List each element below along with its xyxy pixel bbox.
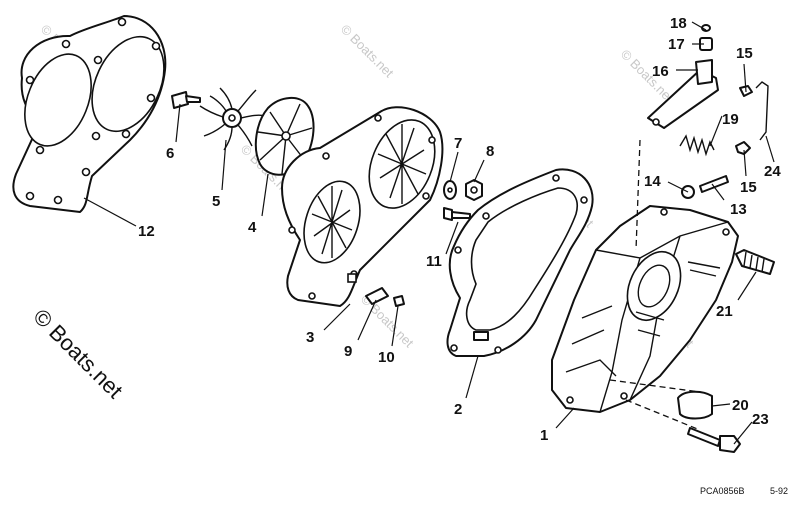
callout-16: 16 — [652, 63, 669, 80]
nut-8 — [465, 179, 483, 201]
faint-watermark: © Boats.net — [338, 22, 397, 81]
callout-13: 13 — [730, 201, 747, 218]
callout-11: 11 — [426, 253, 442, 270]
callout-labels: 6 5 4 12 3 9 10 7 8 11 2 1 20 23 21 14 1… — [138, 15, 781, 444]
callout-6: 6 — [166, 145, 174, 162]
spring-19 — [679, 134, 715, 157]
clip-20 — [677, 390, 713, 420]
callout-17: 17 — [668, 36, 685, 53]
callout-24: 24 — [764, 163, 781, 180]
bolt-23 — [687, 427, 741, 453]
bolt-21 — [735, 249, 775, 275]
screw-10 — [393, 295, 405, 307]
callout-1: 1 — [540, 427, 548, 444]
callout-23: 23 — [752, 411, 769, 428]
callout-9: 9 — [344, 343, 352, 360]
dowel-pin-9 — [365, 287, 389, 305]
callout-18: 18 — [670, 15, 687, 32]
drawing-code: PCA0856B — [700, 486, 745, 496]
callout-7: 7 — [454, 135, 462, 152]
lever-16 — [647, 59, 719, 129]
link-rod-24 — [755, 81, 769, 141]
gasket-12 — [12, 15, 167, 213]
cover-plate-3 — [281, 106, 444, 307]
callout-8: 8 — [486, 143, 494, 160]
washer-7 — [443, 180, 457, 200]
callout-10: 10 — [378, 349, 395, 366]
housing-1 — [551, 205, 739, 413]
gasket-2 — [446, 168, 594, 357]
nut-15-lower — [735, 141, 751, 155]
alignment-line — [609, 379, 701, 393]
callout-4: 4 — [248, 219, 257, 236]
side-watermark: © Boats.net — [28, 304, 127, 403]
callout-12: 12 — [138, 223, 155, 240]
callout-15-upper: 15 — [736, 45, 753, 62]
callout-14: 14 — [644, 173, 661, 190]
drawing-date: 5-92 — [770, 486, 788, 496]
callout-15-lower: 15 — [740, 179, 757, 196]
screw-11 — [443, 207, 471, 221]
leader-lines — [83, 21, 775, 445]
screw-6 — [171, 91, 201, 109]
callout-20: 20 — [732, 397, 749, 414]
callout-19: 19 — [722, 111, 739, 128]
callout-3: 3 — [306, 329, 314, 346]
callout-2: 2 — [454, 401, 462, 418]
callout-5: 5 — [212, 193, 220, 210]
alignment-line — [635, 139, 641, 251]
callout-21: 21 — [716, 303, 733, 320]
alignment-line — [625, 399, 701, 431]
screw-13 — [699, 175, 729, 193]
